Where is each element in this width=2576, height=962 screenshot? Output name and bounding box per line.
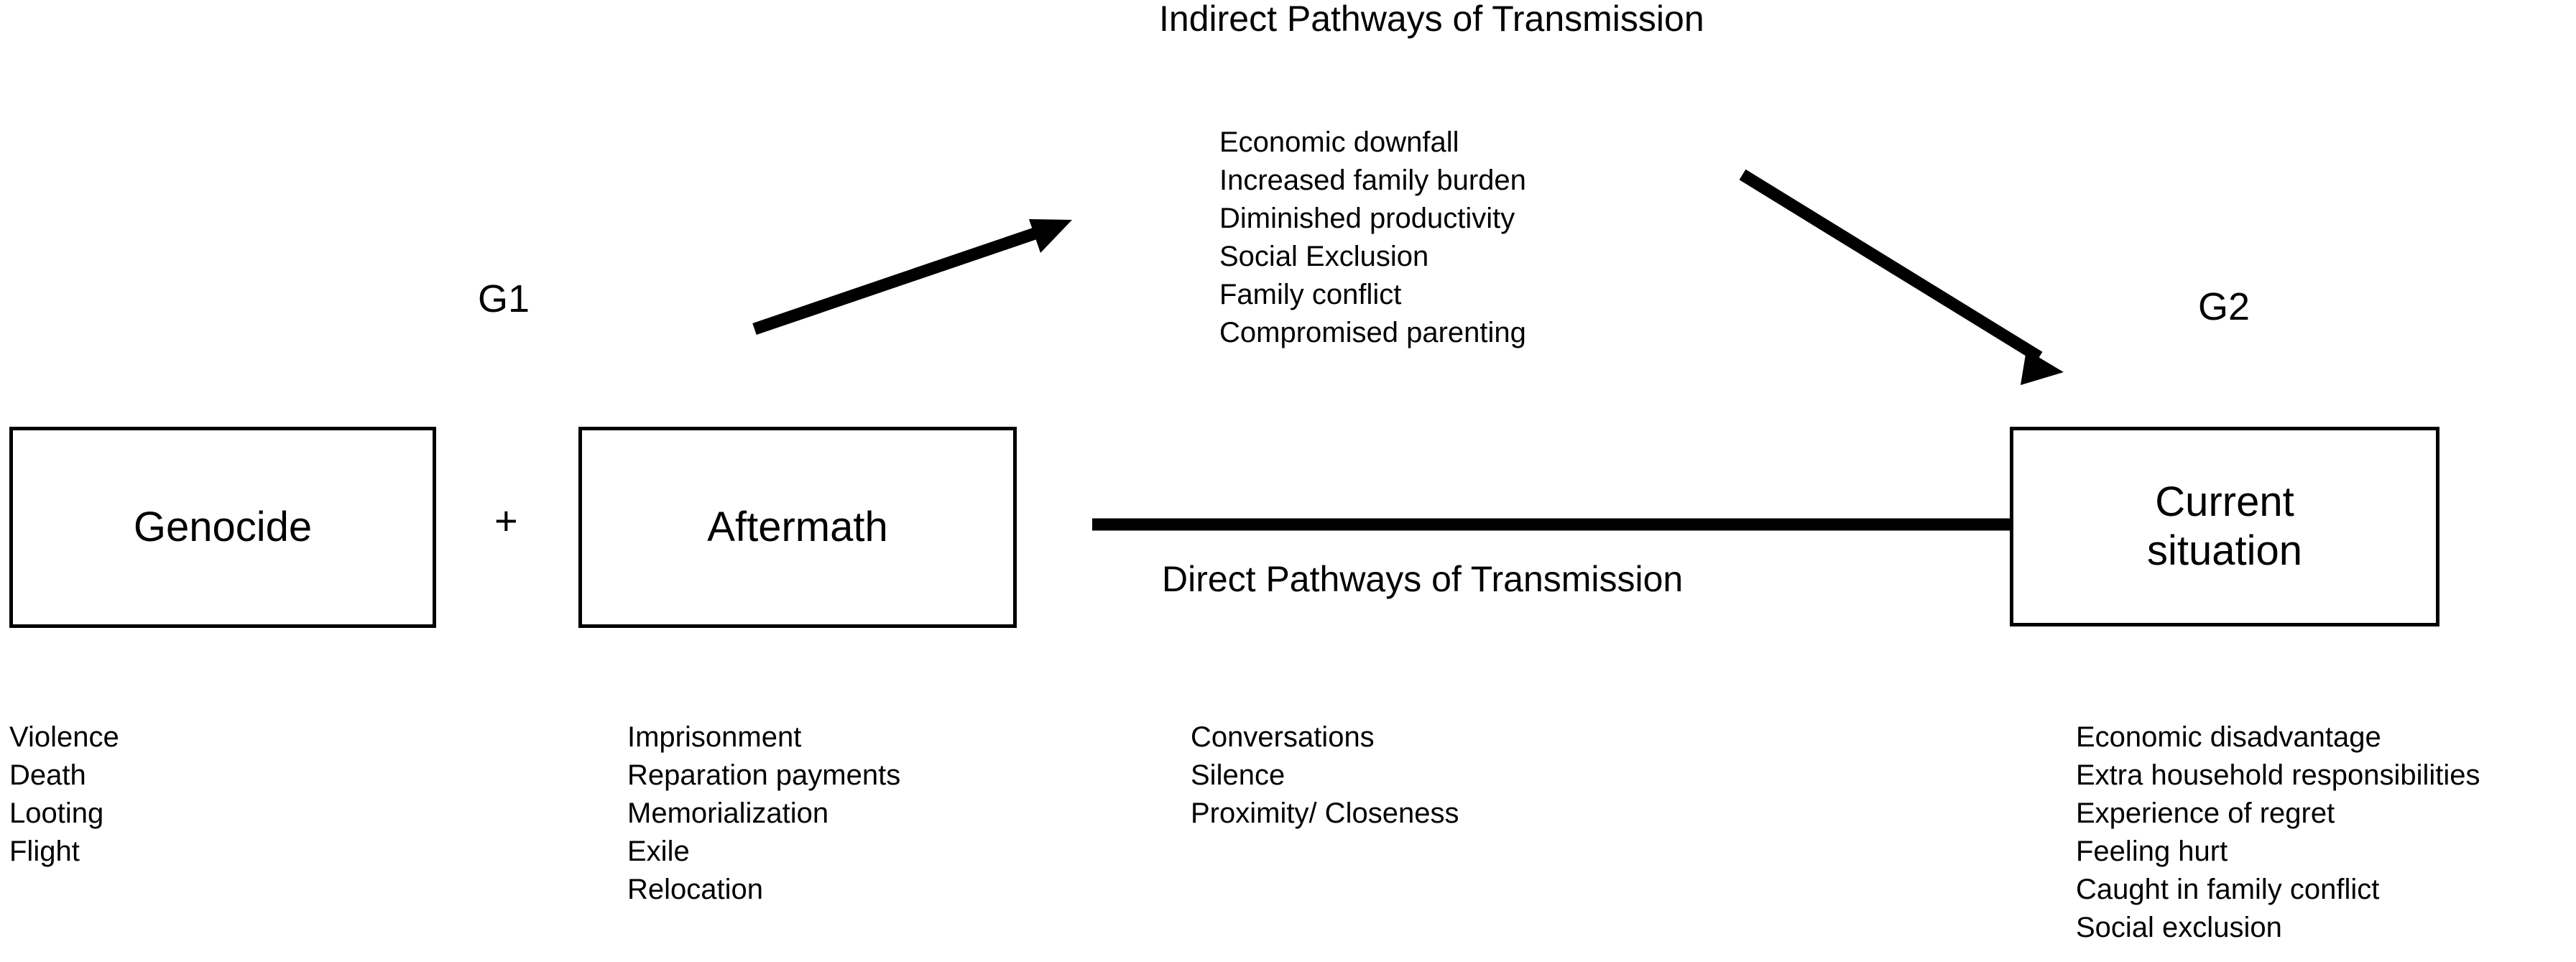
aftermath-item-list: Imprisonment Reparation payments Memoria…	[627, 718, 900, 909]
node-aftermath[interactable]: Aftermath	[578, 427, 1017, 628]
list-item: Experience of regret	[2076, 797, 2335, 829]
list-item: Feeling hurt	[2076, 836, 2228, 867]
node-current-situation[interactable]: Current situation	[2010, 427, 2439, 626]
list-item: Family conflict	[1219, 279, 1402, 310]
list-item: Caught in family conflict	[2076, 874, 2380, 905]
direct-pathway-list: Conversations Silence Proximity/ Closene…	[1191, 718, 1459, 833]
list-item: Social Exclusion	[1219, 241, 1429, 272]
node-current-situation-line-1: Current	[2155, 478, 2294, 525]
arrow-up-right-to-indirect	[752, 219, 1072, 336]
list-item: Diminished productivity	[1219, 203, 1515, 234]
list-item: Memorialization	[627, 797, 829, 829]
list-item: Compromised parenting	[1219, 317, 1526, 348]
genocide-item-list: Violence Death Looting Flight	[9, 718, 119, 871]
arrow-down-right-from-indirect	[1739, 169, 2064, 385]
list-item: Extra household responsibilities	[2076, 759, 2480, 791]
list-item: Imprisonment	[627, 721, 802, 753]
list-item: Conversations	[1191, 721, 1375, 753]
node-current-situation-line-2: situation	[2146, 527, 2303, 574]
list-item: Proximity/ Closeness	[1191, 797, 1459, 829]
list-item: Economic disadvantage	[2076, 721, 2381, 753]
plus-operator: +	[494, 498, 518, 543]
list-item: Violence	[9, 721, 119, 753]
generation-label-g2: G2	[2198, 285, 2250, 328]
node-current-situation-label: Current situation	[2147, 478, 2302, 576]
list-item: Increased family burden	[1219, 165, 1526, 196]
list-item: Death	[9, 759, 86, 791]
list-item: Relocation	[627, 874, 764, 905]
list-item: Flight	[9, 836, 80, 867]
list-item: Economic downfall	[1219, 126, 1459, 158]
list-item: Reparation payments	[627, 759, 901, 791]
node-aftermath-label: Aftermath	[707, 503, 888, 550]
arrow-direct-horizontal	[1092, 505, 2148, 544]
list-item: Looting	[9, 797, 104, 829]
list-item: Social exclusion	[2076, 912, 2282, 943]
current-situation-item-list: Economic disadvantage Extra household re…	[2076, 718, 2480, 947]
node-genocide-label: Genocide	[133, 503, 313, 550]
node-genocide[interactable]: Genocide	[9, 427, 436, 628]
list-item: Exile	[627, 836, 690, 867]
direct-pathways-title: Direct Pathways of Transmission	[1162, 559, 1684, 599]
list-item: Silence	[1191, 759, 1285, 791]
generation-label-g1: G1	[478, 277, 530, 320]
indirect-pathways-title: Indirect Pathways of Transmission	[1159, 0, 1704, 39]
indirect-pathway-list: Economic downfall Increased family burde…	[1219, 124, 1526, 352]
